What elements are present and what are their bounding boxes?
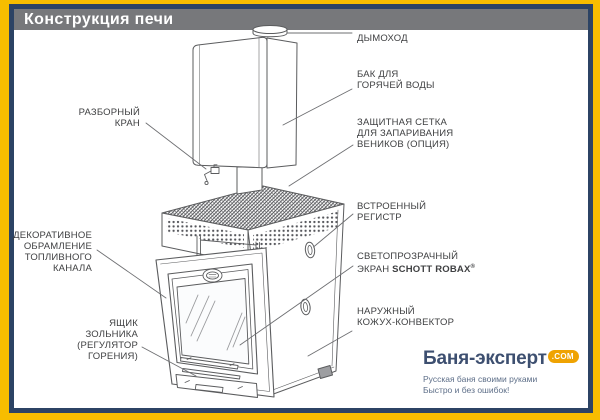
label-ashbox-line4: ГОРЕНИЯ) bbox=[88, 351, 138, 362]
label-screen-reg-mark: ® bbox=[470, 264, 476, 270]
label-decor-line2: ОБРАМЛЕНИЕ bbox=[23, 241, 92, 252]
label-chimney: ДЫМОХОД bbox=[357, 33, 408, 44]
label-ashbox-line2: ЗОЛЬНИКА bbox=[85, 329, 138, 340]
label-screen-line1: СВЕТОПРОЗРАЧНЫЙ bbox=[357, 251, 459, 262]
label-register-line1: ВСТРОЕННЫЙ bbox=[357, 201, 427, 212]
brand-row: Баня-эксперт.COM bbox=[423, 348, 579, 370]
page-title-bar: Конструкция печи bbox=[14, 9, 588, 30]
label-decor-line3: ТОПЛИВНОГО bbox=[24, 252, 92, 263]
label-decor-line1: ДЕКОРАТИВНОЕ bbox=[13, 230, 92, 241]
label-mesh-line1: ЗАЩИТНАЯ СЕТКА bbox=[357, 117, 447, 128]
label-ash-box: ЯЩИК ЗОЛЬНИКА (РЕГУЛЯТОР ГОРЕНИЯ) bbox=[77, 318, 138, 362]
label-casing-line1: НАРУЖНЫЙ bbox=[357, 306, 415, 317]
label-screen-line2: ЭКРАН SCHOTT ROBAX® bbox=[357, 262, 475, 275]
label-tank-line1: БАК ДЛЯ bbox=[357, 69, 399, 80]
label-chimney-line1: ДЫМОХОД bbox=[357, 33, 408, 44]
label-outer-casing: НАРУЖНЫЙ КОЖУХ-КОНВЕКТОР bbox=[357, 306, 454, 328]
label-demountable-tap: РАЗБОРНЫЙ КРАН bbox=[79, 107, 140, 129]
label-decorative-frame: ДЕКОРАТИВНОЕ ОБРАМЛЕНИЕ ТОПЛИВНОГО КАНАЛ… bbox=[13, 230, 92, 274]
label-tank-line2: ГОРЯЧЕЙ ВОДЫ bbox=[357, 80, 435, 91]
page-title: Конструкция печи bbox=[24, 11, 174, 28]
label-mesh-line2: ДЛЯ ЗАПАРИВАНИЯ bbox=[357, 128, 454, 139]
label-ashbox-line1: ЯЩИК bbox=[109, 318, 138, 329]
label-screen-brand: SCHOTT ROBAX bbox=[392, 264, 471, 275]
label-protective-mesh: ЗАЩИТНАЯ СЕТКА ДЛЯ ЗАПАРИВАНИЯ ВЕНИКОВ (… bbox=[357, 117, 453, 150]
label-tap-line2: КРАН bbox=[114, 118, 140, 129]
label-register-line2: РЕГИСТР bbox=[357, 212, 402, 223]
label-decor-line4: КАНАЛА bbox=[52, 263, 92, 274]
label-tap-line1: РАЗБОРНЫЙ bbox=[78, 107, 140, 118]
label-ashbox-line3: (РЕГУЛЯТОР bbox=[77, 340, 138, 351]
label-mesh-line3: ВЕНИКОВ (ОПЦИЯ) bbox=[357, 139, 450, 150]
label-screen-line2-prefix: ЭКРАН bbox=[357, 264, 393, 275]
domain-badge: .COM bbox=[547, 350, 579, 363]
label-translucent-screen: СВЕТОПРОЗРАЧНЫЙ ЭКРАН SCHOTT ROBAX® bbox=[357, 251, 475, 275]
tagline-line2: Быстро и без ошибок! bbox=[423, 384, 510, 395]
tagline-line1: Русская баня своими руками bbox=[423, 374, 538, 384]
brand-name: Баня-эксперт bbox=[423, 348, 547, 369]
site-logo: Баня-эксперт.COM Русская баня своими рук… bbox=[423, 348, 579, 395]
label-hot-water-tank: БАК ДЛЯ ГОРЯЧЕЙ ВОДЫ bbox=[357, 69, 435, 91]
label-casing-line2: КОЖУХ-КОНВЕКТОР bbox=[357, 317, 455, 328]
label-built-in-register: ВСТРОЕННЫЙ РЕГИСТР bbox=[357, 201, 426, 223]
